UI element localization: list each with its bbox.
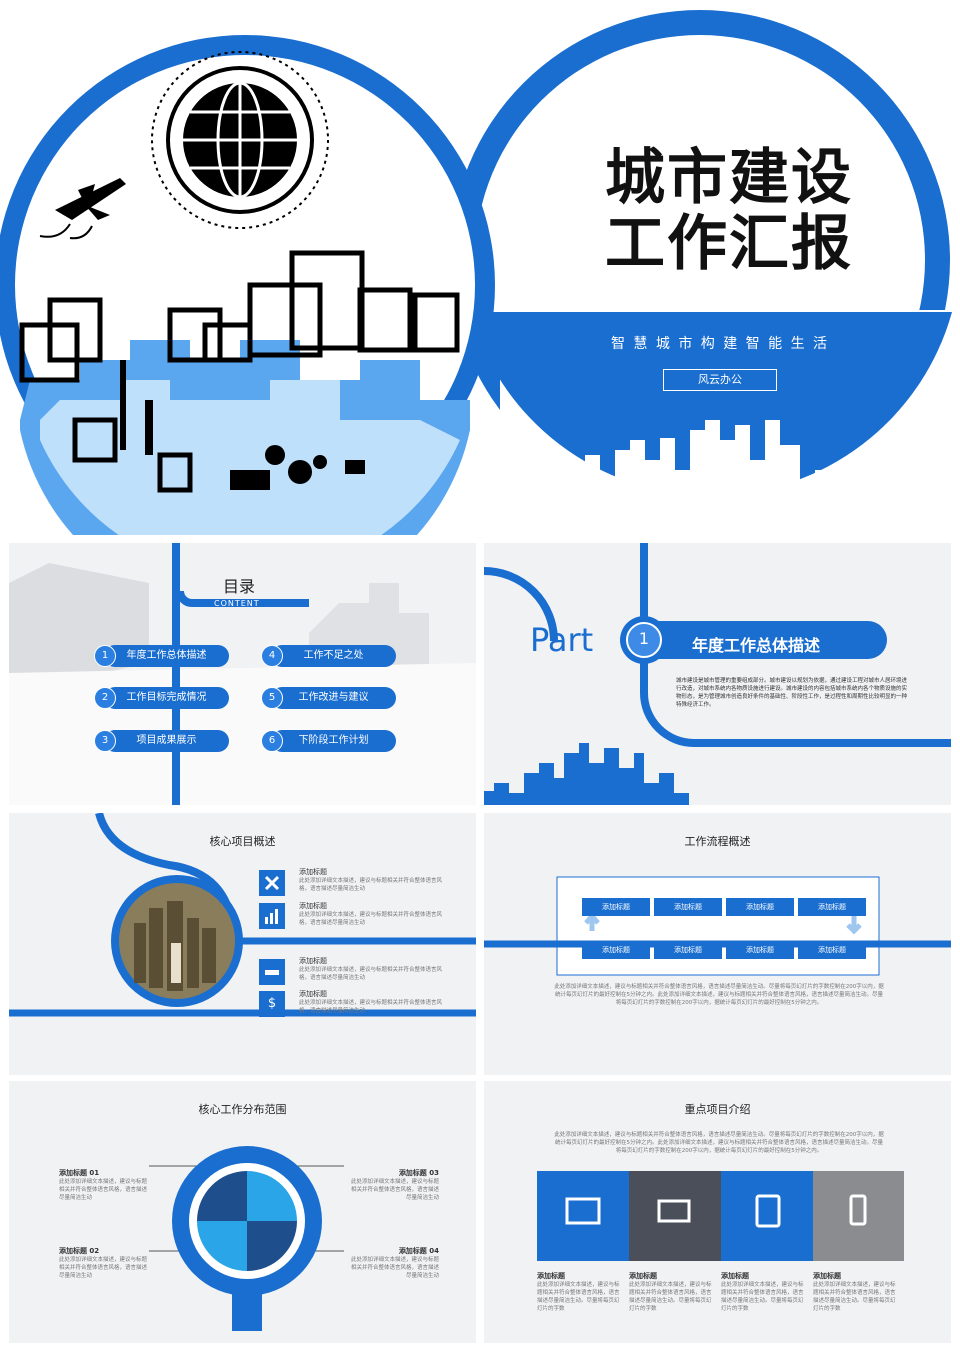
key-projects-banner bbox=[537, 1171, 904, 1261]
distribution-item-text: 此处添加详细文本描述，建议与标题相关并符合整体语言风格，语言描述尽量简洁生动 bbox=[59, 1179, 148, 1201]
key-card-text: 此处添加详细文本描述，建议与标题相关并符合整体语言风格，语言描述尽量简洁生动。尽… bbox=[721, 1282, 804, 1312]
distribution-title: 核心工作分布范围 bbox=[198, 1103, 287, 1116]
part-body: 城市建设是城市管理的重要组成部分。城市建设以规划为依据，通过建设工程对城市人居环… bbox=[676, 678, 908, 708]
key-card-title: 添加标题 bbox=[537, 1272, 565, 1280]
distribution-item-text: 此处添加详细文本描述，建议与标题相关并符合整体语言风格，语言描述尽量简洁生动 bbox=[350, 1179, 439, 1201]
workflow-slide: 工作流程概述 添加标题 添加标题 添加标题 添加标题 添加标题 添加标题 添加标… bbox=[484, 813, 951, 1075]
author-button[interactable]: 风云办公 bbox=[663, 369, 777, 391]
distribution-item-title: 添加标题 03 bbox=[398, 1169, 439, 1177]
toc-item-number: 1 bbox=[94, 645, 116, 667]
workflow-step-bottom-3: 添加标题 bbox=[726, 941, 794, 959]
part-slide: Part 1 年度工作总体描述 城市建设是城市管理的重要组成部分。城市建设以规划… bbox=[484, 543, 951, 805]
core-item-title: 添加标题 bbox=[299, 902, 327, 910]
toc-item-number: 3 bbox=[94, 730, 116, 752]
toc-item-label: 年度工作总体描述 bbox=[126, 650, 207, 661]
core-projects-background bbox=[9, 813, 476, 1017]
cover-title-line2: 工作汇报 bbox=[605, 209, 853, 279]
globe-icon bbox=[151, 51, 329, 229]
toc-item-number: 5 bbox=[261, 687, 283, 709]
key-card-title: 添加标题 bbox=[721, 1272, 749, 1280]
key-card-title: 添加标题 bbox=[629, 1272, 657, 1280]
distribution-item-text: 此处添加详细文本描述，建议与标题相关并符合整体语言风格，语言描述尽量简洁生动 bbox=[350, 1257, 439, 1279]
toc-title: 目录 bbox=[223, 577, 256, 596]
distribution-item-title: 添加标题 04 bbox=[398, 1247, 439, 1255]
toc-item-number: 2 bbox=[94, 687, 116, 709]
workflow-body: 此处添加详细文本描述，建议与标题相关并符合整体语言风格，语言描述尽量简洁生动。尽… bbox=[554, 984, 884, 1006]
bar-chart-icon bbox=[259, 903, 285, 929]
tablet-icon bbox=[755, 1194, 781, 1228]
laptop-icon bbox=[657, 1199, 691, 1223]
distribution-item-title: 添加标题 02 bbox=[59, 1247, 100, 1255]
toc-item-label: 工作目标完成情况 bbox=[126, 692, 207, 703]
distribution-slide: 核心工作分布范围 添加标题 01 此处添加详细文本描述，建议与标题相关并符合整体… bbox=[9, 1081, 476, 1343]
distribution-item-text: 此处添加详细文本描述，建议与标题相关并符合整体语言风格，语言描述尽量简洁生动 bbox=[59, 1257, 148, 1279]
cover-subtitle: 智 慧 城 市 构 建 智 能 生 活 bbox=[610, 336, 830, 352]
core-item-text: 此处添加详细文本描述，建议与标题相关并符合整体语言风格，语言描述尽量简洁生动 bbox=[299, 1000, 443, 1014]
core-item-text: 此处添加详细文本描述，建议与标题相关并符合整体语言风格，语言描述尽量简洁生动 bbox=[299, 878, 443, 892]
part-heading: 年度工作总体描述 bbox=[692, 636, 821, 655]
distribution-item-title: 添加标题 01 bbox=[59, 1169, 100, 1177]
airplane-icon bbox=[39, 178, 126, 240]
key-card-text: 此处添加详细文本描述，建议与标题相关并符合整体语言风格，语言描述尽量简洁生动。尽… bbox=[813, 1282, 896, 1312]
cover-graphic bbox=[0, 10, 960, 535]
key-projects-slide: 重点项目介绍 此处添加详细文本描述，建议与标题相关并符合整体语言风格，语言描述尽… bbox=[484, 1081, 951, 1343]
part-number: 1 bbox=[638, 629, 650, 648]
toc-item-label: 项目成果展示 bbox=[136, 735, 197, 746]
workflow-step-top-3: 添加标题 bbox=[726, 898, 794, 916]
cover-slide: 城市建设 工作汇报 智 慧 城 市 构 建 智 能 生 活 风云办公 bbox=[0, 0, 960, 535]
core-projects-slide: 核心项目概述 添加标题 此处添加详细文本描述，建议与标题相关并符合整体语言风格，… bbox=[9, 813, 476, 1075]
toc-item-label: 下阶段工作计划 bbox=[298, 735, 369, 746]
workflow-step-bottom-1: 添加标题 bbox=[582, 941, 650, 959]
workflow-step-top-4: 添加标题 bbox=[798, 898, 866, 916]
part-word: Part bbox=[530, 621, 594, 659]
core-projects-title: 核心项目概述 bbox=[209, 835, 276, 848]
dollar-icon: $ bbox=[259, 991, 285, 1017]
cover-title-line1: 城市建设 bbox=[605, 143, 853, 213]
core-item-title: 添加标题 bbox=[299, 957, 327, 965]
key-card-text: 此处添加详细文本描述，建议与标题相关并符合整体语言风格，语言描述尽量简洁生动。尽… bbox=[537, 1282, 620, 1312]
flashlight-icon bbox=[259, 959, 285, 985]
workflow-step-top-1: 添加标题 bbox=[582, 898, 650, 916]
core-item-text: 此处添加详细文本描述，建议与标题相关并符合整体语言风格，语言描述尽量简洁生动 bbox=[299, 912, 443, 926]
phone-icon bbox=[849, 1194, 867, 1226]
workflow-step-bottom-4: 添加标题 bbox=[798, 941, 866, 959]
distribution-background bbox=[149, 1146, 344, 1331]
key-card-title: 添加标题 bbox=[813, 1272, 841, 1280]
toc-item-number: 4 bbox=[261, 645, 283, 667]
tools-icon bbox=[259, 870, 285, 896]
toc-item-number: 6 bbox=[261, 730, 283, 752]
toc-item-label: 工作不足之处 bbox=[303, 650, 364, 661]
toc-slide: 目录 CONTENT 年度工作总体描述 1 工作目标完成情况 2 项目成果展示 … bbox=[9, 543, 476, 805]
key-projects-title: 重点项目介绍 bbox=[684, 1103, 751, 1116]
monitor-icon bbox=[565, 1197, 601, 1225]
workflow-step-bottom-2: 添加标题 bbox=[654, 941, 722, 959]
key-projects-intro: 此处添加详细文本描述，建议与标题相关并符合整体语言风格，语言描述尽量简洁生动。尽… bbox=[554, 1132, 884, 1154]
part-background bbox=[484, 543, 951, 805]
core-item-text: 此处添加详细文本描述，建议与标题相关并符合整体语言风格，语言描述尽量简洁生动 bbox=[299, 967, 443, 981]
workflow-title: 工作流程概述 bbox=[684, 835, 751, 848]
key-card-text: 此处添加详细文本描述，建议与标题相关并符合整体语言风格，语言描述尽量简洁生动。尽… bbox=[629, 1282, 712, 1312]
toc-item-label: 工作改进与建议 bbox=[298, 692, 369, 703]
core-item-title: 添加标题 bbox=[299, 868, 327, 876]
toc-subtitle: CONTENT bbox=[214, 599, 260, 608]
core-item-title: 添加标题 bbox=[299, 990, 327, 998]
workflow-step-top-2: 添加标题 bbox=[654, 898, 722, 916]
